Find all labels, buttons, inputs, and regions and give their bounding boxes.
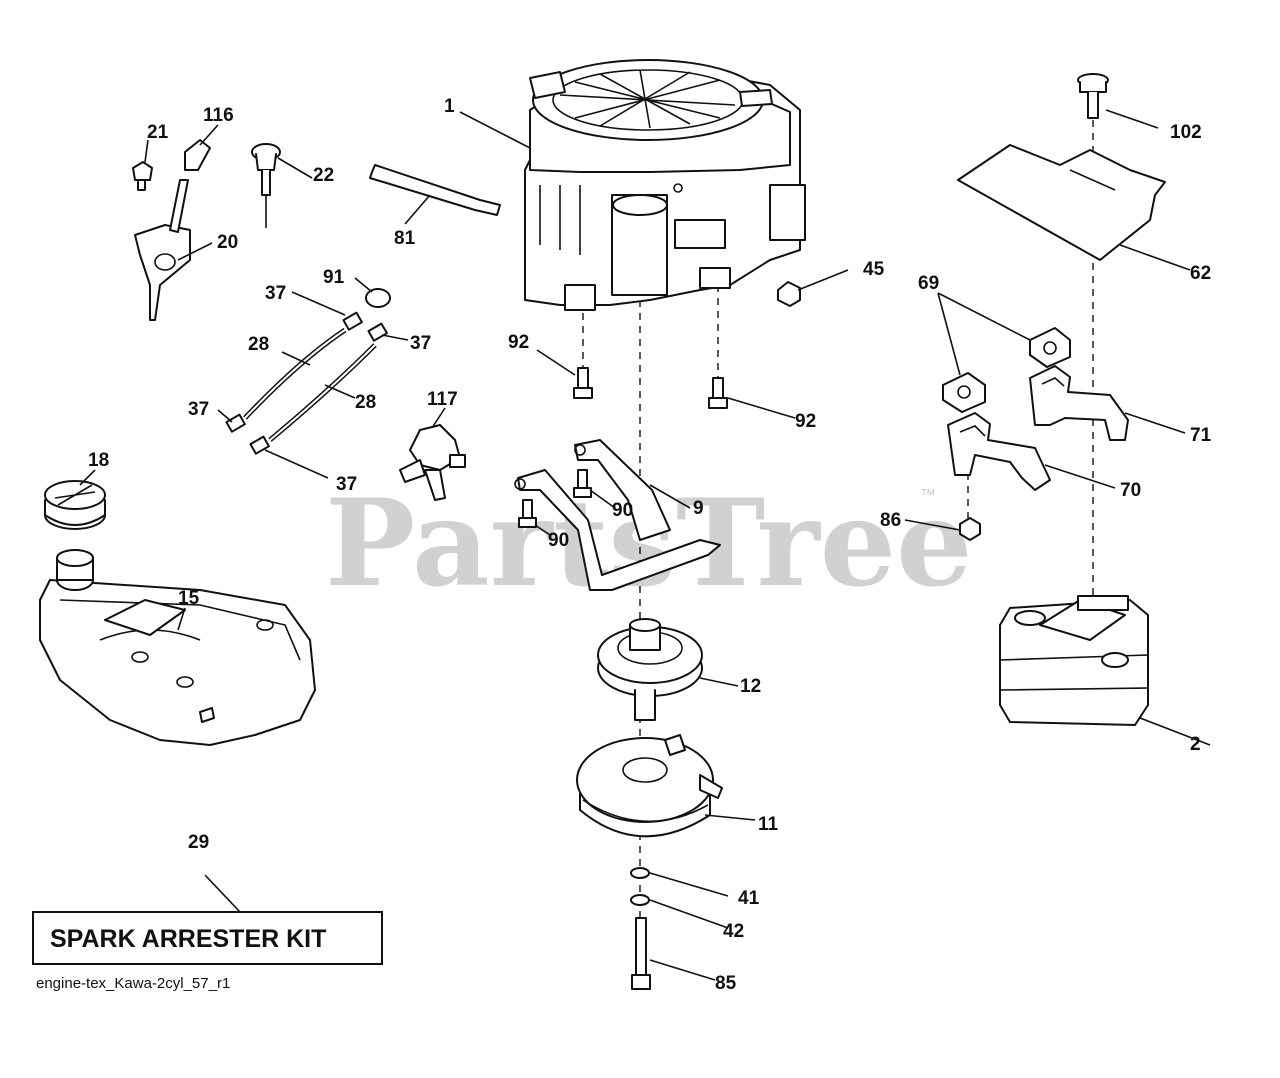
callout-70[interactable]: 70 bbox=[1120, 480, 1141, 501]
exhaust-pipe-left-part[interactable] bbox=[947, 412, 1051, 491]
callout-41[interactable]: 41 bbox=[738, 888, 760, 909]
lock-washer-part[interactable] bbox=[630, 894, 650, 906]
callout-92-left[interactable]: 92 bbox=[508, 332, 529, 353]
bracket-upper-part[interactable] bbox=[574, 439, 671, 541]
hose-clamp-part[interactable] bbox=[342, 311, 363, 331]
callout-15[interactable]: 15 bbox=[178, 588, 200, 609]
fuel-tank-part[interactable] bbox=[39, 549, 316, 746]
engine-part[interactable] bbox=[524, 59, 806, 311]
callout-91[interactable]: 91 bbox=[323, 267, 345, 288]
spark-arrester-kit-label: SPARK ARRESTER KIT bbox=[50, 925, 326, 953]
exhaust-gasket-part[interactable] bbox=[942, 327, 1071, 413]
callout-37-lower-right[interactable]: 37 bbox=[336, 474, 357, 495]
callout-12[interactable]: 12 bbox=[740, 676, 761, 697]
callout-20[interactable]: 20 bbox=[217, 232, 238, 253]
line-nut-part[interactable] bbox=[365, 288, 391, 308]
bracket-bolt-left-part[interactable] bbox=[518, 499, 537, 528]
engine-bolt-left-part[interactable] bbox=[573, 367, 593, 399]
clutch-bolt-part[interactable] bbox=[631, 917, 651, 990]
callout-28-upper[interactable]: 28 bbox=[248, 334, 269, 355]
callout-81[interactable]: 81 bbox=[394, 228, 416, 249]
callout-9[interactable]: 9 bbox=[693, 498, 704, 519]
callout-29[interactable]: 29 bbox=[188, 832, 209, 853]
spark-arrester-kit-box[interactable] bbox=[32, 911, 383, 965]
pulley-part[interactable] bbox=[597, 618, 703, 721]
callout-62[interactable]: 62 bbox=[1190, 263, 1211, 284]
shield-bolt-part[interactable] bbox=[1077, 73, 1109, 119]
hose-clamp-part[interactable] bbox=[249, 435, 270, 455]
exhaust-pipe-right-part[interactable] bbox=[1029, 365, 1129, 441]
callout-37-lower-left[interactable]: 37 bbox=[188, 399, 209, 420]
leader-lines bbox=[79, 109, 1211, 981]
callout-90-upper[interactable]: 90 bbox=[612, 500, 633, 521]
watermark-trademark: ™ bbox=[920, 487, 936, 504]
heat-shield-slot bbox=[1069, 169, 1116, 191]
callout-37-upper-left[interactable]: 37 bbox=[265, 283, 286, 304]
callout-92-right[interactable]: 92 bbox=[795, 411, 816, 432]
washer-part[interactable] bbox=[630, 867, 650, 879]
hose-clamp-part[interactable] bbox=[367, 322, 388, 342]
callout-2[interactable]: 2 bbox=[1190, 734, 1201, 755]
throttle-bolt-part[interactable] bbox=[132, 161, 153, 191]
drawing-code: engine-tex_Kawa-2cyl_57_r1 bbox=[36, 975, 230, 992]
heat-shield-part[interactable] bbox=[957, 144, 1166, 261]
callout-90-lower[interactable]: 90 bbox=[548, 530, 569, 551]
hose-clamp-part[interactable] bbox=[225, 413, 246, 433]
throttle-lever-part[interactable] bbox=[134, 179, 191, 321]
callout-69[interactable]: 69 bbox=[918, 273, 939, 294]
choke-knob-part[interactable] bbox=[251, 143, 281, 228]
breather-hose-part[interactable] bbox=[369, 164, 501, 216]
callout-42[interactable]: 42 bbox=[723, 921, 744, 942]
callout-102[interactable]: 102 bbox=[1170, 122, 1202, 143]
exhaust-nut-part[interactable] bbox=[959, 517, 981, 541]
callout-86[interactable]: 86 bbox=[880, 510, 901, 531]
bracket-part[interactable] bbox=[517, 469, 721, 591]
clutch-part[interactable] bbox=[576, 734, 723, 838]
callout-18[interactable]: 18 bbox=[88, 450, 109, 471]
fuel-valve-part[interactable] bbox=[399, 424, 466, 501]
engine-bolt-right-part[interactable] bbox=[708, 377, 728, 409]
callout-11[interactable]: 11 bbox=[758, 814, 779, 835]
callout-116[interactable]: 116 bbox=[203, 105, 234, 126]
callout-71[interactable]: 71 bbox=[1190, 425, 1212, 446]
callout-117[interactable]: 117 bbox=[427, 389, 458, 410]
engine-nut-part[interactable] bbox=[777, 281, 801, 307]
callout-1[interactable]: 1 bbox=[444, 96, 455, 117]
callout-21[interactable]: 21 bbox=[147, 122, 169, 143]
throttle-knob-part[interactable] bbox=[184, 139, 211, 171]
muffler-part[interactable] bbox=[999, 595, 1149, 726]
callout-85[interactable]: 85 bbox=[715, 973, 737, 994]
fuel-cap-part[interactable] bbox=[44, 480, 106, 530]
bracket-bolt-right-part[interactable] bbox=[573, 469, 592, 498]
callout-37-upper-right[interactable]: 37 bbox=[410, 333, 431, 354]
callout-45[interactable]: 45 bbox=[863, 259, 885, 280]
callout-28-lower[interactable]: 28 bbox=[355, 392, 376, 413]
callout-22[interactable]: 22 bbox=[313, 165, 334, 186]
